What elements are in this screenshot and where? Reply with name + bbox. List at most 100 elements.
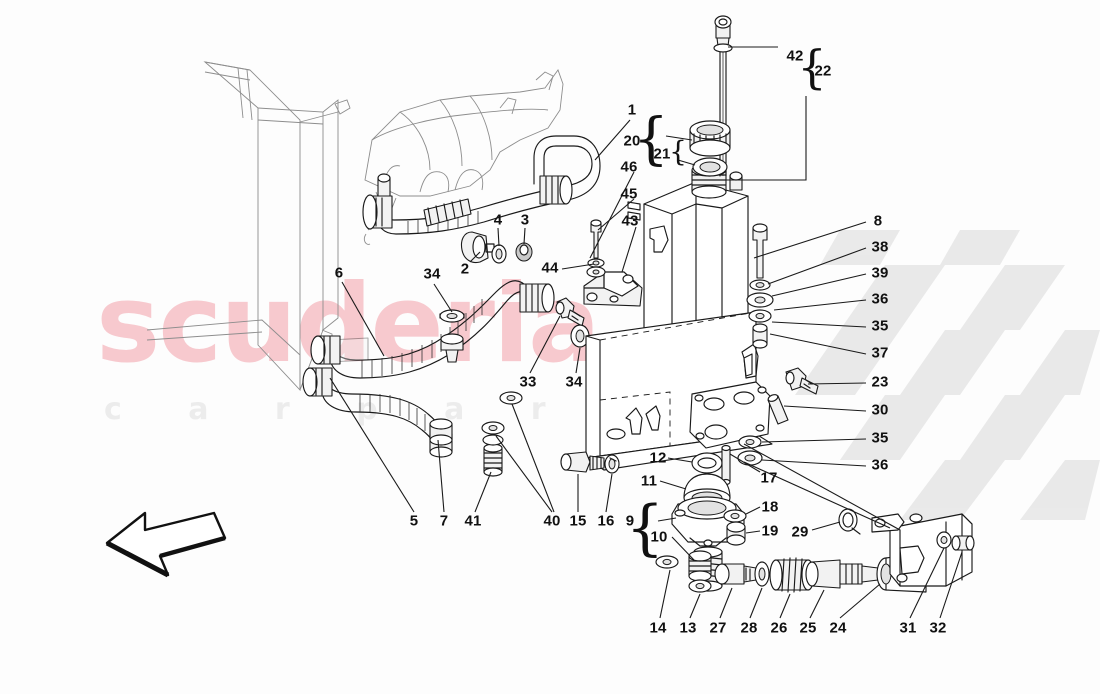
callout-34: 34 xyxy=(423,265,441,283)
hose-fitting-top-left xyxy=(362,173,393,230)
callout-28: 28 xyxy=(740,619,758,637)
bolt-part-33-lower xyxy=(440,333,464,363)
callout-8: 8 xyxy=(873,212,883,230)
callout-36: 36 xyxy=(871,290,889,308)
callout-13: 13 xyxy=(679,619,697,637)
oil-hose-group xyxy=(302,135,601,458)
callout-39: 39 xyxy=(871,264,889,282)
callout-33: 33 xyxy=(519,373,537,391)
washer-part-18 xyxy=(723,509,747,523)
callout-41: 41 xyxy=(464,512,482,530)
leader-lines xyxy=(329,46,963,619)
plug-part-32 xyxy=(951,535,975,551)
washer-part-14-lower xyxy=(688,579,712,593)
plug-part-13 xyxy=(688,550,712,582)
callout-20: 20 xyxy=(623,132,641,150)
brace-20: { xyxy=(633,107,669,172)
washer-part-28 xyxy=(754,561,770,587)
dipstick-assembly xyxy=(713,15,733,177)
bolt-part-41 xyxy=(483,443,503,477)
fitting-lower-hose xyxy=(429,418,453,446)
callout-6: 6 xyxy=(334,264,344,282)
tank-cap-part-20 xyxy=(689,120,731,157)
callout-46: 46 xyxy=(620,158,638,176)
callout-24: 24 xyxy=(829,619,847,637)
engine-cover xyxy=(363,69,564,245)
brace-21: { xyxy=(669,135,687,168)
callout-25: 25 xyxy=(799,619,817,637)
fastener-stack-right xyxy=(746,223,774,349)
bolt-part-38 xyxy=(752,223,768,279)
callout-4: 4 xyxy=(493,211,503,229)
callout-14: 14 xyxy=(649,619,667,637)
callout-2: 2 xyxy=(460,260,470,278)
cap-seal-part-21 xyxy=(692,157,728,177)
washer-part-39 xyxy=(749,279,771,291)
spacer-part-37 xyxy=(752,323,768,349)
pump-stack xyxy=(655,444,747,593)
callout-34: 34 xyxy=(565,373,583,391)
pin-part-30 xyxy=(767,394,789,425)
pin-part-17 xyxy=(721,444,731,486)
callout-5: 5 xyxy=(409,512,419,530)
callout-3: 3 xyxy=(520,211,530,229)
washer-part-35 xyxy=(748,309,772,323)
callout-19: 19 xyxy=(761,522,779,540)
callout-35: 35 xyxy=(871,317,889,335)
callout-27: 27 xyxy=(709,619,727,637)
hose-6-fitting-right xyxy=(519,283,555,313)
washer-part-4 xyxy=(491,244,507,264)
hose-6-fitting-left xyxy=(310,335,341,365)
callout-40: 40 xyxy=(543,512,561,530)
washer-part-36-lower xyxy=(737,450,763,466)
callout-44: 44 xyxy=(541,259,559,277)
screw-part-45 xyxy=(590,219,602,259)
nut-part-19 xyxy=(726,521,746,546)
callout-10: 10 xyxy=(650,528,668,546)
washer-part-34-b xyxy=(570,324,590,348)
callout-1: 1 xyxy=(627,101,637,119)
washer-part-31 xyxy=(936,531,952,549)
washer-part-35-lower xyxy=(738,435,762,449)
callout-37: 37 xyxy=(871,344,889,362)
watermark-primary: scuderia xyxy=(96,262,601,387)
hose-fitting-top-right xyxy=(539,175,573,205)
callout-36: 36 xyxy=(871,456,889,474)
bush-part-3 xyxy=(515,242,533,262)
plug-part-27 xyxy=(714,563,757,585)
washer-part-36 xyxy=(746,292,774,308)
callout-12: 12 xyxy=(649,449,667,467)
drain-flange xyxy=(689,381,771,449)
brace-9: { xyxy=(625,493,665,563)
callout-26: 26 xyxy=(770,619,788,637)
callout-21: 21 xyxy=(653,145,671,163)
callout-30: 30 xyxy=(871,401,889,419)
washer-part-16 xyxy=(604,454,620,474)
washer-part-34-a xyxy=(439,309,465,323)
radiator-assembly xyxy=(146,61,351,392)
callout-15: 15 xyxy=(569,512,587,530)
callout-7: 7 xyxy=(439,512,449,530)
callout-9: 9 xyxy=(625,512,635,530)
callout-31: 31 xyxy=(899,619,917,637)
brace-22: { xyxy=(797,40,827,94)
washer-part-46 xyxy=(586,258,606,278)
checkered-flag-watermark xyxy=(795,230,1100,520)
switch-part-23 xyxy=(785,367,819,395)
callout-35: 35 xyxy=(871,429,889,447)
callout-17: 17 xyxy=(760,469,778,487)
forward-direction-arrow xyxy=(105,511,227,578)
callout-45: 45 xyxy=(620,185,638,203)
callout-18: 18 xyxy=(761,498,779,516)
callout-43: 43 xyxy=(621,212,639,230)
union-part-15 xyxy=(560,451,605,473)
hose-7-fitting-left xyxy=(302,367,333,397)
callout-11: 11 xyxy=(640,472,658,490)
callout-29: 29 xyxy=(791,523,809,541)
washer-part-14 xyxy=(655,555,679,569)
piston-part-25 xyxy=(805,559,879,589)
washer-part-40 xyxy=(481,421,505,446)
callout-38: 38 xyxy=(871,238,889,256)
